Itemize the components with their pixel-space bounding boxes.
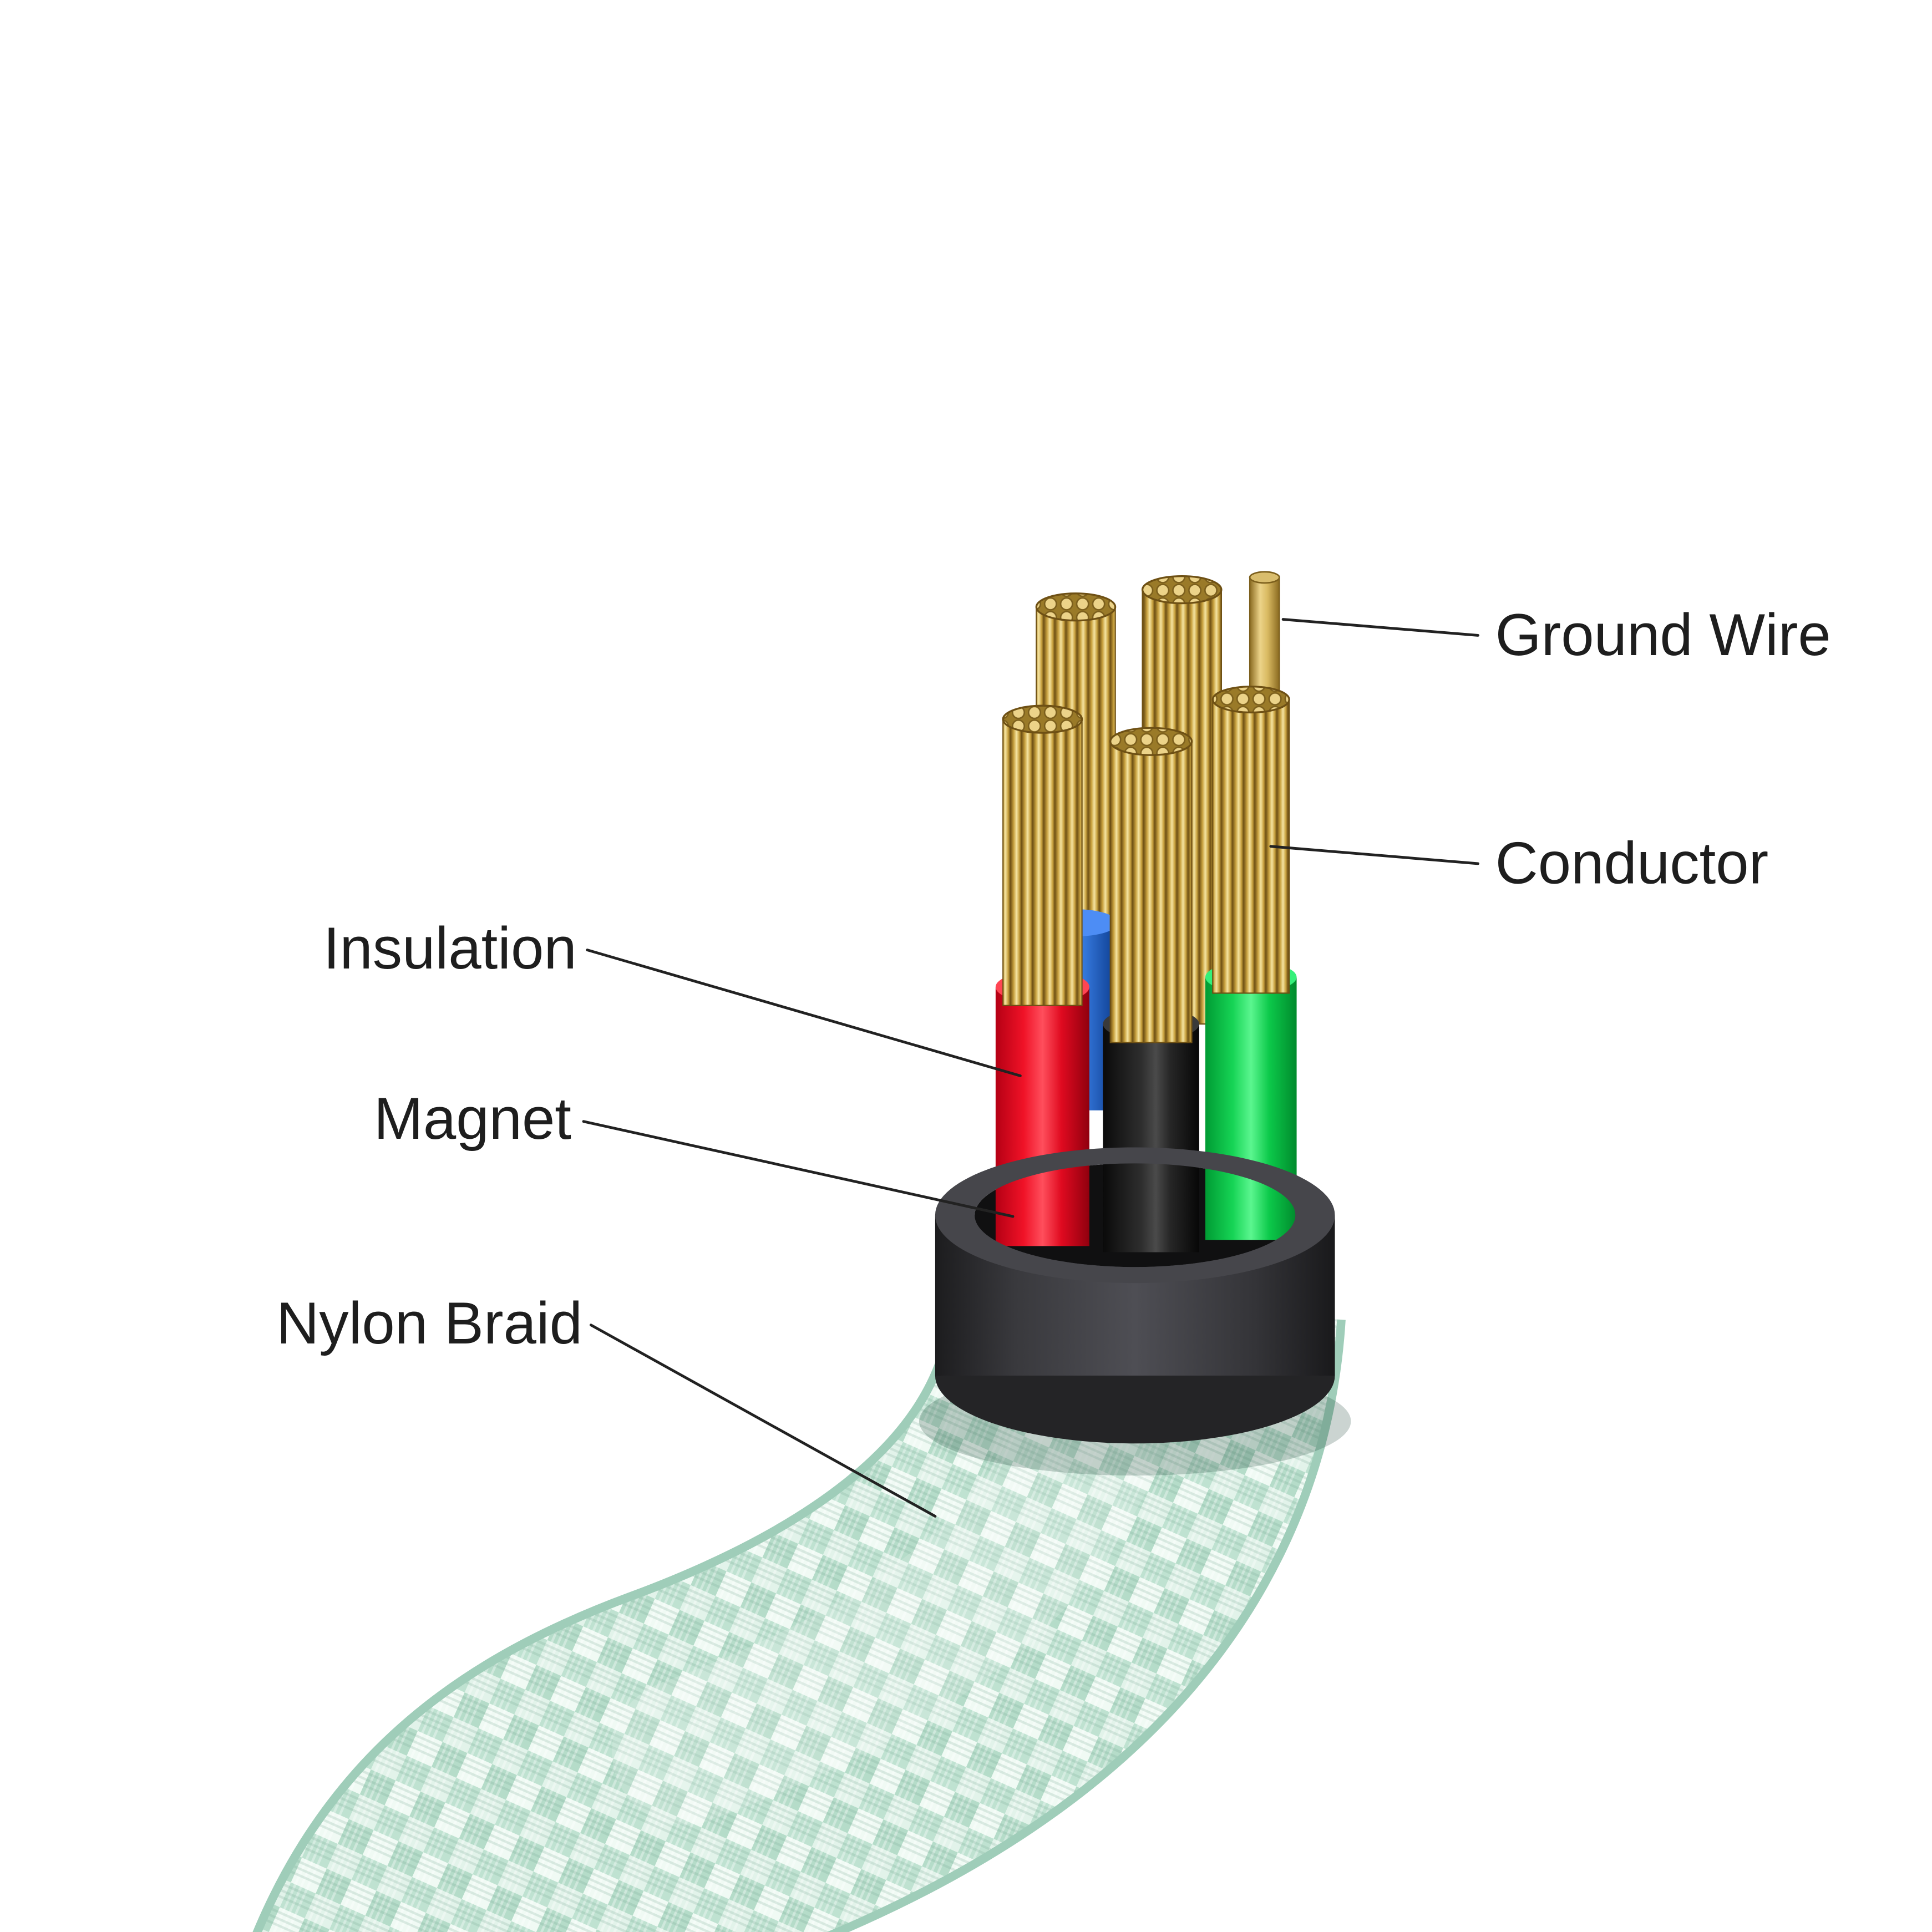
leader-ground-wire — [1281, 618, 1479, 637]
label-conductor: Conductor — [1495, 829, 1769, 896]
leader-nylon-braid — [589, 1324, 937, 1518]
wire-black — [1103, 727, 1199, 1252]
braid-sleeve — [262, 1292, 1337, 1932]
label-ground-wire: Ground Wire — [1495, 601, 1831, 668]
insulation-black — [1103, 1024, 1199, 1252]
leader-lines — [582, 618, 1479, 1518]
conductor-black — [1109, 741, 1193, 1043]
leader-magnet — [582, 1120, 1015, 1218]
conductor-red — [1002, 718, 1083, 1006]
labels: Ground Wire Conductor Insulation Magnet … — [276, 601, 1831, 1356]
insulation-green — [1205, 977, 1297, 1240]
label-nylon-braid: Nylon Braid — [276, 1290, 582, 1356]
label-magnet: Magnet — [374, 1085, 571, 1152]
wire-red — [995, 704, 1089, 1246]
insulation-red — [995, 987, 1089, 1246]
leader-insulation — [586, 949, 1022, 1077]
label-insulation: Insulation — [323, 915, 577, 981]
leader-conductor — [1269, 845, 1479, 865]
